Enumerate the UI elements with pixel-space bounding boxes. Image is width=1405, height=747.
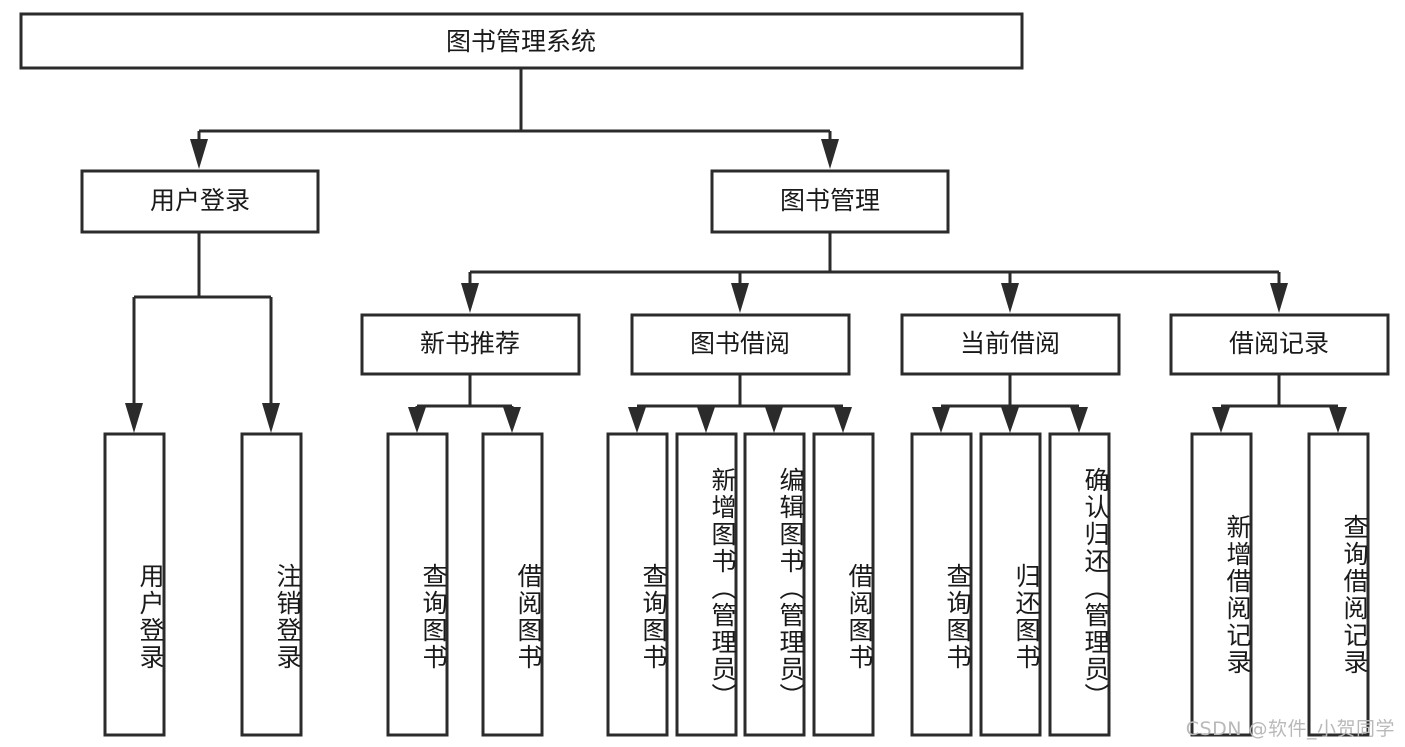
arrowhead-leaf-query-book-1 xyxy=(408,407,426,433)
arrowhead-leaf-query-record xyxy=(1329,407,1347,433)
node-book-borrow-box[interactable] xyxy=(630,313,851,376)
node-leaf-query-book-1-box[interactable] xyxy=(386,432,449,737)
node-leaf-query-book-3-box[interactable] xyxy=(910,432,973,737)
node-current-borrow[interactable]: 当前借阅 xyxy=(900,313,1121,376)
node-book-manage-box[interactable] xyxy=(710,169,950,234)
node-root[interactable]: 图书管理系统 xyxy=(19,12,1024,70)
node-user-login[interactable]: 用户登录 xyxy=(80,169,320,234)
arrowhead-leaf-query-book-3 xyxy=(932,407,950,433)
arrowhead-leaf-user-login xyxy=(125,403,143,433)
node-leaf-confirm-return-box[interactable] xyxy=(1048,432,1111,737)
arrowhead-current-borrow xyxy=(1001,283,1019,313)
arrowhead-book-borrow xyxy=(731,283,749,313)
node-book-manage-label: 图书管理 xyxy=(780,186,880,215)
arrowhead-leaf-add-book xyxy=(697,407,715,433)
node-new-book-recommend[interactable]: 新书推荐 xyxy=(360,313,581,376)
arrowhead-book-manage xyxy=(821,139,839,169)
node-leaf-logout-login-box[interactable] xyxy=(240,432,303,737)
arrowhead-user-login xyxy=(190,139,208,169)
arrowhead-new-book-recommend xyxy=(461,283,479,313)
node-borrow-record-label: 借阅记录 xyxy=(1229,329,1329,358)
node-root-label: 图书管理系统 xyxy=(446,27,596,56)
arrowhead-leaf-query-book-2 xyxy=(628,407,646,433)
node-leaf-borrow-book-1-box[interactable] xyxy=(481,432,544,737)
node-book-borrow-label: 图书借阅 xyxy=(690,329,790,358)
node-leaf-user-login-box[interactable] xyxy=(103,432,166,737)
arrowhead-leaf-return-book xyxy=(1001,407,1019,433)
arrowhead-borrow-record xyxy=(1270,283,1288,313)
node-leaf-borrow-book-2-box[interactable] xyxy=(812,432,875,737)
node-user-login-label: 用户登录 xyxy=(150,186,250,215)
node-borrow-record[interactable]: 借阅记录 xyxy=(1169,313,1390,376)
node-leaf-query-record-box[interactable] xyxy=(1307,432,1370,737)
csdn-watermark: CSDN @软件_小贺同学 xyxy=(1185,718,1395,740)
node-leaf-return-book-box[interactable] xyxy=(979,432,1042,737)
arrowhead-leaf-borrow-book-1 xyxy=(503,407,521,433)
node-root-box[interactable] xyxy=(19,12,1024,70)
arrowhead-leaf-logout-login xyxy=(262,403,280,433)
node-user-login-box[interactable] xyxy=(80,169,320,234)
node-new-book-recommend-box[interactable] xyxy=(360,313,581,376)
nodes-layer: 图书管理系统 用户登录 图书管理 新书推荐 图书借阅 xyxy=(19,12,1390,737)
node-leaf-edit-book-box[interactable] xyxy=(743,432,806,737)
node-current-borrow-label: 当前借阅 xyxy=(960,329,1060,358)
node-new-book-recommend-label: 新书推荐 xyxy=(420,329,520,358)
node-book-manage[interactable]: 图书管理 xyxy=(710,169,950,234)
arrowhead-leaf-borrow-book-2 xyxy=(834,407,852,433)
connectors-layer xyxy=(125,68,1347,433)
arrowhead-leaf-confirm-return xyxy=(1070,407,1088,433)
node-book-borrow[interactable]: 图书借阅 xyxy=(630,313,851,376)
node-borrow-record-box[interactable] xyxy=(1169,313,1390,376)
arrowhead-leaf-add-record xyxy=(1212,407,1230,433)
node-current-borrow-box[interactable] xyxy=(900,313,1121,376)
arrowhead-leaf-edit-book xyxy=(765,407,783,433)
node-leaf-add-book-box[interactable] xyxy=(675,432,738,737)
node-leaf-query-book-2-box[interactable] xyxy=(606,432,669,737)
node-leaf-add-record-box[interactable] xyxy=(1190,432,1253,737)
